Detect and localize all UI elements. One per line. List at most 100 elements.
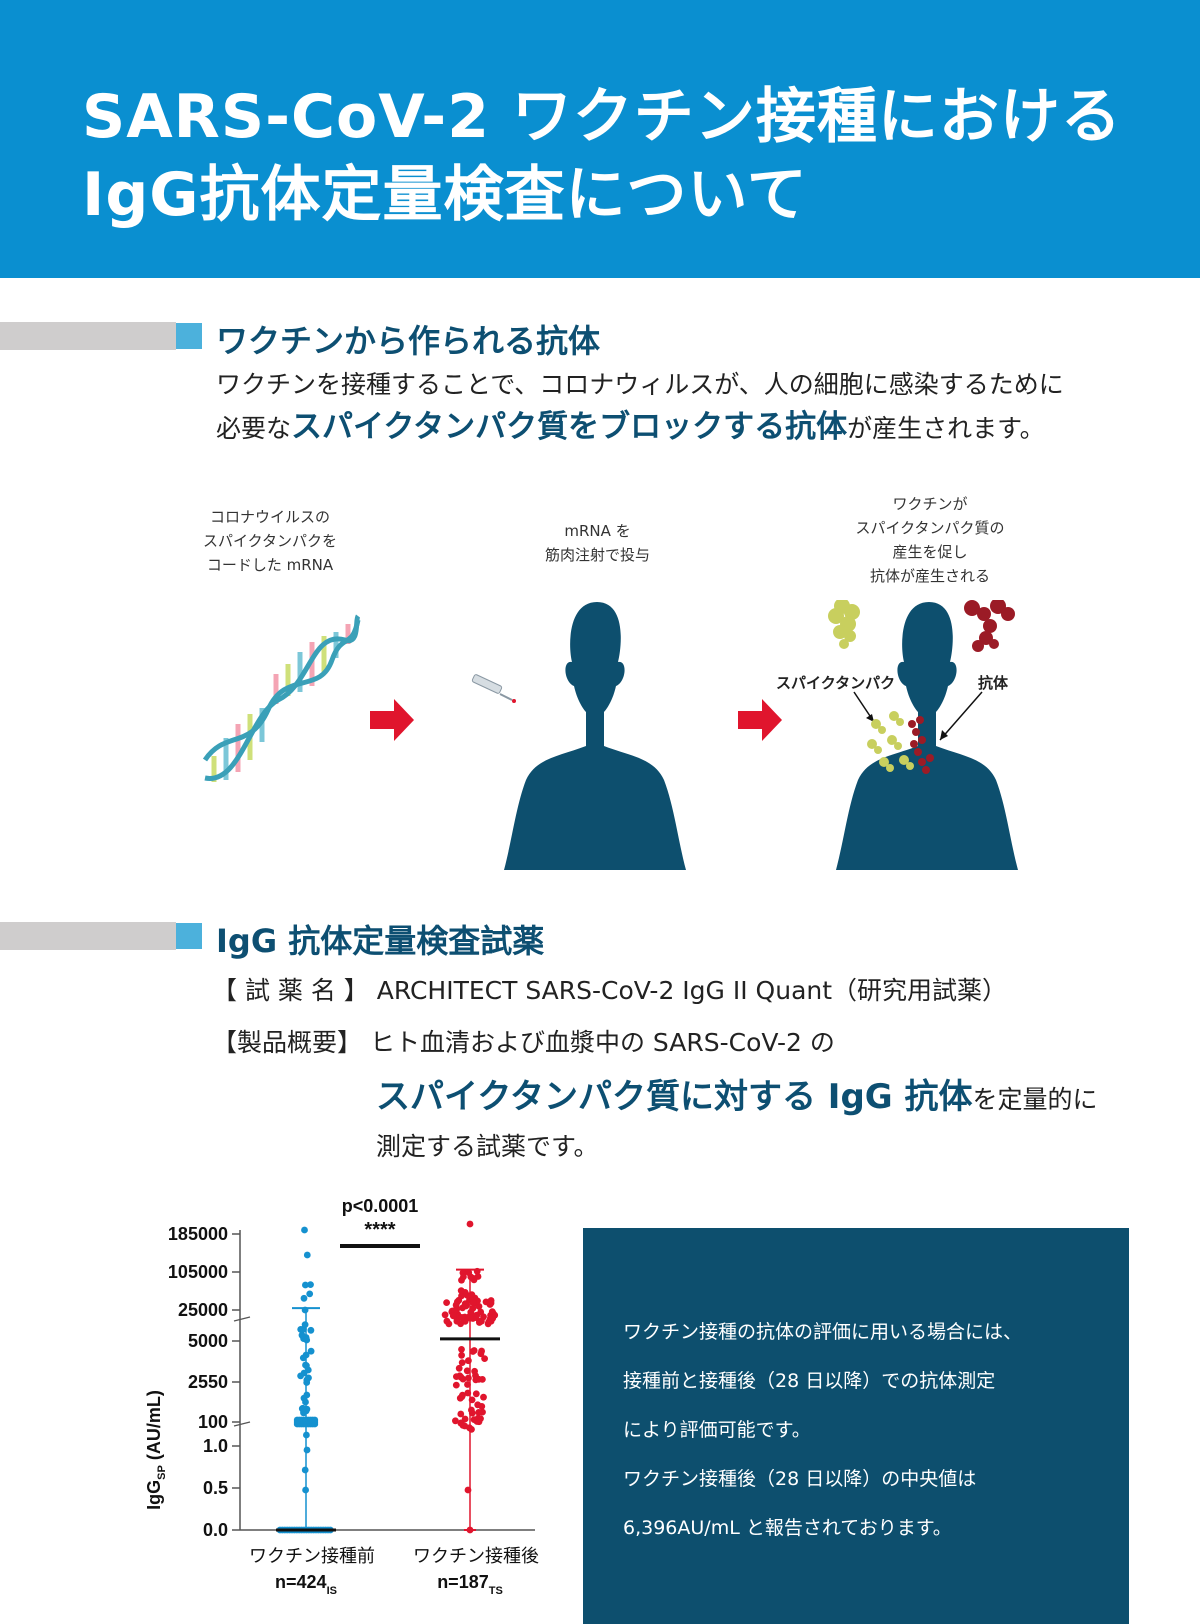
caption-injection-line: 筋肉注射で投与 [544, 546, 650, 564]
data-point [303, 1362, 310, 1370]
data-point [300, 1369, 308, 1377]
data-point [299, 1354, 307, 1362]
overview-highlight: スパイクタンパク質に対する IgG 抗体 [376, 1077, 973, 1117]
spike-protein-icon [828, 600, 860, 649]
igg-scatter-chart: IgGSP (AU/mL) 18500010500025000500025501… [144, 1196, 539, 1597]
data-point [311, 1416, 319, 1424]
caption-mrna-line: コードした mRNA [206, 556, 334, 574]
y-tick-label: 2550 [188, 1372, 228, 1392]
y-tick-label: 0.0 [203, 1520, 228, 1540]
data-point [458, 1359, 466, 1366]
line-2-highlight: スパイクタンパク質をブロックする抗体 [291, 409, 848, 445]
overview-label: 【製品概要】 [212, 1028, 363, 1057]
vaccine-illustration [202, 600, 1018, 870]
data-point [303, 1431, 310, 1439]
info-line: 6,396AU/mL と報告されております。 [623, 1517, 952, 1539]
overview-row: 【製品概要】 ヒト血清および血漿中の SARS-CoV-2 の [212, 1023, 835, 1059]
caption-mrna-line: コロナウイルスの [209, 508, 330, 526]
info-line: により評価可能です。 [623, 1419, 811, 1441]
caption-injection: mRNA を 筋肉注射で投与 [520, 519, 675, 567]
title-line-2: IgG抗体定量検査について [82, 160, 808, 230]
data-point [465, 1357, 472, 1365]
human-silhouette-icon [836, 602, 1018, 870]
data-point [301, 1321, 309, 1328]
axis-break [233, 1421, 251, 1427]
data-point [302, 1281, 309, 1289]
data-point [464, 1486, 472, 1494]
data-point [466, 1314, 474, 1322]
y-tick-label: 5000 [188, 1331, 228, 1351]
data-point [307, 1347, 315, 1355]
data-point [298, 1331, 306, 1339]
section-2-heading: IgG 抗体定量検査試薬 [216, 922, 545, 960]
data-point [475, 1303, 483, 1310]
data-point [458, 1393, 466, 1401]
data-point [469, 1305, 477, 1312]
caption-antibody-line: 抗体が産生される [869, 567, 990, 585]
data-point [471, 1367, 478, 1375]
data-point [465, 1374, 472, 1382]
data-point [474, 1401, 482, 1409]
data-point [300, 1294, 308, 1302]
overview-line-2: スパイクタンパク質に対する IgG 抗体を定量的に [376, 1069, 1098, 1118]
reagent-name-value: ARCHITECT SARS-CoV-2 IgG II Quant（研究用試薬） [376, 976, 1008, 1005]
header-banner: SARS-CoV-2 ワクチン接種における IgG抗体定量検査について [0, 0, 1200, 278]
y-tick-label: 185000 [168, 1224, 228, 1244]
label-antibody: 抗体 [978, 674, 1009, 692]
y-tick-label: 100 [198, 1412, 228, 1432]
arrow-right-icon [370, 699, 414, 741]
syringe-icon [471, 674, 516, 703]
data-point [466, 1220, 474, 1228]
data-point [475, 1409, 483, 1416]
data-point [478, 1317, 485, 1325]
data-point [452, 1381, 460, 1389]
data-point [301, 1226, 308, 1234]
data-point [452, 1417, 459, 1425]
label-spike-protein: スパイクタンパク [776, 674, 896, 692]
data-point [303, 1446, 311, 1454]
data-point [302, 1486, 309, 1494]
data-point [477, 1308, 485, 1316]
section-1-line-2: 必要なスパイクタンパク質をブロックする抗体が産生されます。 [216, 405, 1045, 451]
section-2-bar [0, 922, 176, 950]
data-point [478, 1347, 485, 1355]
data-point [457, 1410, 465, 1418]
data-point [441, 1311, 449, 1319]
data-point [465, 1269, 473, 1276]
reagent-name-row: 【 試 薬 名 】 ARCHITECT SARS-CoV-2 IgG II Qu… [212, 971, 1007, 1007]
data-point [469, 1274, 477, 1282]
y-tick-label: 25000 [178, 1300, 228, 1320]
data-point [473, 1267, 481, 1275]
data-point [464, 1389, 472, 1397]
overview-line-3: 測定する試薬です。 [376, 1132, 599, 1161]
antibody-small-icon [908, 716, 934, 774]
data-point [469, 1348, 477, 1355]
data-point [472, 1390, 480, 1398]
overview-line-1: ヒト血清および血漿中の SARS-CoV-2 の [369, 1028, 835, 1057]
data-point [303, 1379, 311, 1386]
data-point [458, 1351, 465, 1359]
data-point [458, 1292, 465, 1300]
data-point [299, 1404, 307, 1412]
data-point [458, 1314, 466, 1321]
scatter-groups [276, 1220, 500, 1534]
section-1-marker [176, 323, 202, 349]
info-box: ワクチン接種の抗体の評価に用いる場合には、 接種前と接種後（28 日以降）での抗… [583, 1228, 1129, 1624]
data-point [303, 1251, 311, 1259]
line-2-post: が産生されます。 [847, 414, 1045, 443]
data-point [451, 1307, 458, 1315]
data-point [466, 1526, 474, 1534]
n-label-pre: n=424IS [275, 1572, 337, 1597]
data-point [468, 1406, 475, 1414]
data-point [488, 1308, 496, 1315]
y-tick-label: 1.0 [203, 1436, 228, 1456]
axis-break [233, 1316, 251, 1322]
mrna-helix-icon [202, 614, 361, 782]
n-label-post: n=187TS [437, 1572, 503, 1597]
data-point [307, 1281, 314, 1288]
data-point [469, 1299, 477, 1306]
section-1-heading: ワクチンから作られる抗体 [216, 322, 601, 360]
title-line-1: SARS-CoV-2 ワクチン接種における [82, 82, 1122, 152]
line-2-pre: 必要な [216, 414, 292, 443]
